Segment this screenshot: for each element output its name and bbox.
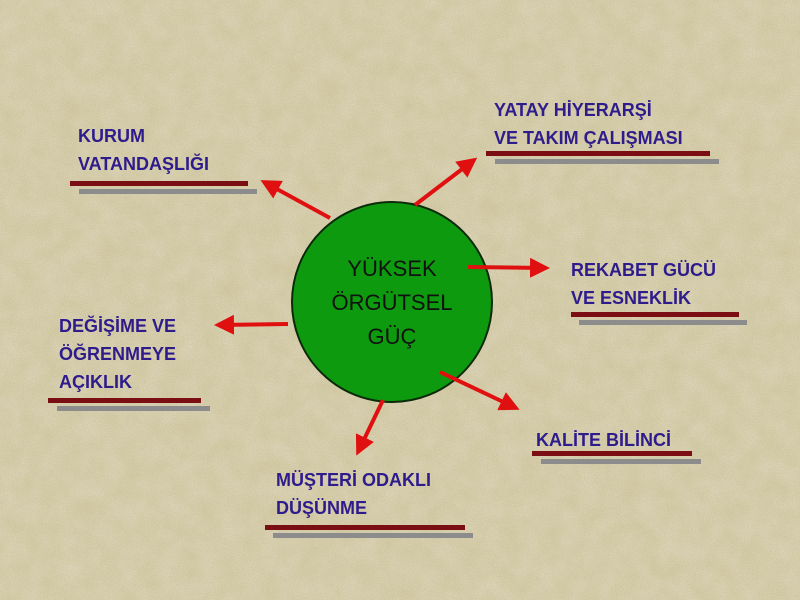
node-degisim-underline-shadow xyxy=(57,406,210,411)
node-label-line: YATAY HİYERARŞİ xyxy=(494,100,652,120)
node-label-line: KURUM xyxy=(78,126,145,146)
node-musteri-underline xyxy=(265,525,465,530)
arrow-to-musteri xyxy=(355,399,385,456)
arrow-to-yatay xyxy=(413,157,478,207)
node-label-line: ÖĞRENMEYE xyxy=(59,344,177,364)
node-kurum-underline xyxy=(70,181,248,186)
node-yatay-underline xyxy=(486,151,710,156)
node-kurum-label: KURUM VATANDAŞLIĞI xyxy=(78,122,209,178)
node-label-line: DEĞİŞİME VE xyxy=(59,316,177,336)
node-degisim-underline xyxy=(48,398,201,403)
node-rekabet-label: REKABET GÜCÜ VE ESNEKLİK xyxy=(571,256,716,312)
arrow-to-degisim xyxy=(214,314,289,335)
arrow-to-kurum xyxy=(260,180,331,220)
node-label-line: VATANDAŞLIĞI xyxy=(78,154,209,174)
node-label-line: VE TAKIM ÇALIŞMASI xyxy=(494,128,683,148)
node-kalite-underline-shadow xyxy=(541,459,701,464)
node-label-line: AÇIKLIK xyxy=(59,372,132,392)
node-kalite-underline xyxy=(532,451,692,456)
node-rekabet-underline xyxy=(571,312,739,317)
node-label-line: MÜŞTERİ ODAKLI xyxy=(276,470,431,490)
center-label-line: GÜÇ xyxy=(367,324,417,349)
center-label: YÜKSEK ÖRGÜTSEL GÜÇ xyxy=(292,252,492,354)
node-yatay-underline-shadow xyxy=(495,159,719,164)
node-label-line: KALİTE BİLİNCİ xyxy=(536,430,671,450)
arrow-to-kalite xyxy=(439,370,520,411)
node-musteri-underline-shadow xyxy=(273,533,473,538)
node-degisim-label: DEĞİŞİME VE ÖĞRENMEYE AÇIKLIK xyxy=(59,312,176,396)
node-yatay-label: YATAY HİYERARŞİ VE TAKIM ÇALIŞMASI xyxy=(494,96,683,152)
node-label-line: REKABET GÜCÜ xyxy=(571,260,717,280)
node-musteri-label: MÜŞTERİ ODAKLI DÜŞÜNME xyxy=(276,466,431,522)
node-label-line: DÜŞÜNME xyxy=(276,498,368,518)
node-kurum-underline-shadow xyxy=(79,189,257,194)
node-kalite-label: KALİTE BİLİNCİ xyxy=(536,426,671,454)
node-label-line: VE ESNEKLİK xyxy=(571,288,692,308)
center-circle xyxy=(291,201,493,403)
arrow-to-rekabet xyxy=(467,257,550,278)
center-label-line: ÖRGÜTSEL xyxy=(331,290,453,315)
center-label-line: YÜKSEK xyxy=(347,256,437,281)
node-rekabet-underline-shadow xyxy=(579,320,747,325)
